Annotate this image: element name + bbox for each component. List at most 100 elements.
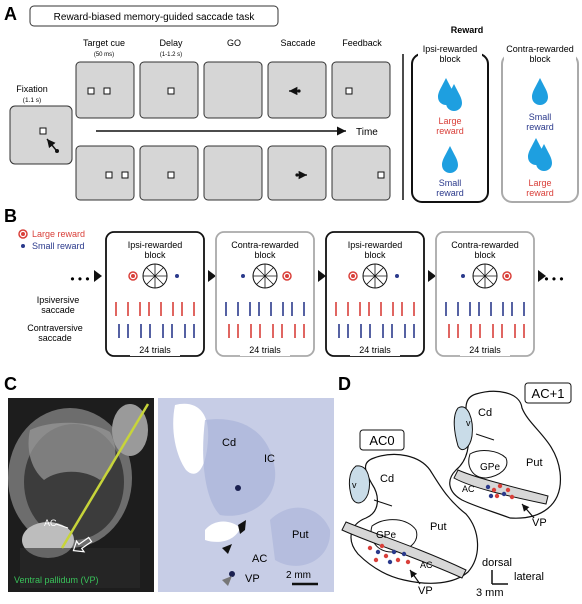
task-title-box [29, 5, 279, 27]
block-transition-arrow [538, 270, 546, 282]
contra-block-title-2: block [529, 54, 551, 64]
ac1-site-large [497, 483, 503, 489]
contra-top-reward-2: reward [526, 122, 554, 132]
ac1-vp-label: VP [532, 517, 547, 529]
block-title-line2: block [144, 250, 166, 260]
ipsi-bottom-reward-1: Small [439, 178, 462, 188]
histology-image: Cd IC Put AC VP 2 mm [158, 398, 334, 592]
wheel-spoke [476, 267, 494, 285]
hist-put-label: Put [292, 529, 309, 541]
task-title: Reward-biased memory-guided saccade task [54, 12, 256, 23]
block-transition-arrow [208, 270, 216, 282]
ac0-ac-label: AC [420, 560, 433, 570]
ac1-gpe-label: GPe [480, 462, 500, 473]
ac0-cd-boundary [373, 499, 393, 507]
epoch-label-feedback: Feedback [342, 38, 382, 48]
trials-label-bg [240, 342, 290, 356]
top-saccade-dot [297, 89, 301, 93]
ipsi-block-title-2: block [439, 54, 461, 64]
epoch-sub-delay: (1-1.2 s) [160, 52, 182, 58]
block-trials-label: 24 trials [139, 345, 171, 355]
epoch-label-go: GO [227, 38, 241, 48]
block-transition-arrow [318, 270, 326, 282]
row-contra-label-1: Contraversive [27, 323, 83, 333]
panel-b-letter: B [4, 206, 17, 226]
ipsi-reward-block: Ipsi-rewarded block Large reward Small r… [411, 44, 489, 203]
vp-caption: Ventral pallidum (VP) [14, 575, 99, 585]
trials-label-bg [460, 342, 510, 356]
ipsi-title-bg [418, 44, 482, 66]
panel-b-legend: Large reward Small reward [18, 229, 85, 251]
ac0-cd-label: Cd [380, 473, 394, 485]
bottom-saccade-dot [295, 173, 299, 177]
ac1-vp-arrow [521, 503, 535, 519]
lesion-mark-1 [235, 485, 241, 491]
bottom-fix-square [105, 171, 113, 179]
ac1-site-large [505, 487, 511, 493]
screen-bottom-feedback [331, 145, 391, 201]
small-reward-target [461, 274, 465, 278]
top-target-square [103, 87, 111, 95]
legend-small-marker [21, 244, 25, 248]
block-title-line1: Ipsi-rewarded [348, 240, 403, 250]
row-ipsi-label-1: Ipsiversive [37, 295, 80, 305]
histology-ac [205, 521, 240, 542]
small-reward-target [395, 274, 399, 278]
epoch-label-saccade: Saccade [280, 38, 315, 48]
large-reward-target [505, 274, 509, 278]
panel-c-letter: C [4, 374, 17, 394]
ac0-site-small [375, 549, 381, 555]
d-scale-label: 3 mm [476, 587, 504, 599]
row-ipsi-label-2: saccade [41, 305, 75, 315]
block-title-line1: Ipsi-rewarded [128, 240, 183, 250]
ac1-label-box [524, 382, 572, 404]
ac1-gpe [468, 450, 508, 479]
contra-bottom-reward-1: Large [528, 178, 551, 188]
trials-label-bg [350, 342, 400, 356]
top-feedback-square [345, 87, 353, 95]
block-trials-label: 24 trials [359, 345, 391, 355]
ac0-label: AC0 [369, 433, 394, 448]
top-fix-square [87, 87, 95, 95]
contra-large-drop-2 [536, 144, 552, 171]
large-reward-target [131, 274, 135, 278]
gaze-dot [55, 149, 59, 153]
wheel-spoke [256, 267, 274, 285]
ac1-site-large [494, 493, 500, 499]
ac1-put-label: Put [526, 457, 543, 469]
mri-ac-pointer [55, 523, 69, 529]
fixation-arrow [46, 138, 57, 151]
block-title-line1: Contra-rewarded [451, 240, 519, 250]
mri-base [20, 548, 140, 588]
hist-vp-label: VP [245, 573, 260, 585]
ac0-site-large [383, 553, 389, 559]
screen-top-saccade [267, 61, 327, 119]
block-trials-label: 24 trials [249, 345, 281, 355]
ac0-recording-sites [367, 543, 411, 565]
top-delay-fix [167, 87, 175, 95]
ac0-label-box [359, 429, 405, 451]
ac1-site-small [501, 491, 507, 497]
block-title-line1: Contra-rewarded [231, 240, 299, 250]
screen-top-go [203, 61, 263, 119]
contra-title-bg [504, 44, 576, 66]
electrode-track [60, 403, 150, 549]
top-row-screens [75, 61, 391, 119]
ac0-ventricle [348, 465, 370, 504]
ac1-site-large [491, 487, 497, 493]
caudate-region [203, 419, 276, 516]
contra-small-drop [532, 78, 548, 105]
epoch-label-delay: Delay [159, 38, 183, 48]
putamen-region [270, 507, 331, 566]
fixation-duration: (1.1 s) [23, 97, 41, 104]
bottom-feedback-square [377, 171, 385, 179]
legend-small-label: Small reward [32, 241, 85, 251]
ac0-site-large [379, 543, 385, 549]
section-ac0: AC0 v Cd Put GPe AC VP [341, 429, 479, 597]
legend-large-label: Large reward [32, 229, 85, 239]
legend-large-marker [21, 232, 25, 236]
large-drop-2 [446, 84, 462, 111]
orientation-dorsal: dorsal [482, 557, 512, 569]
